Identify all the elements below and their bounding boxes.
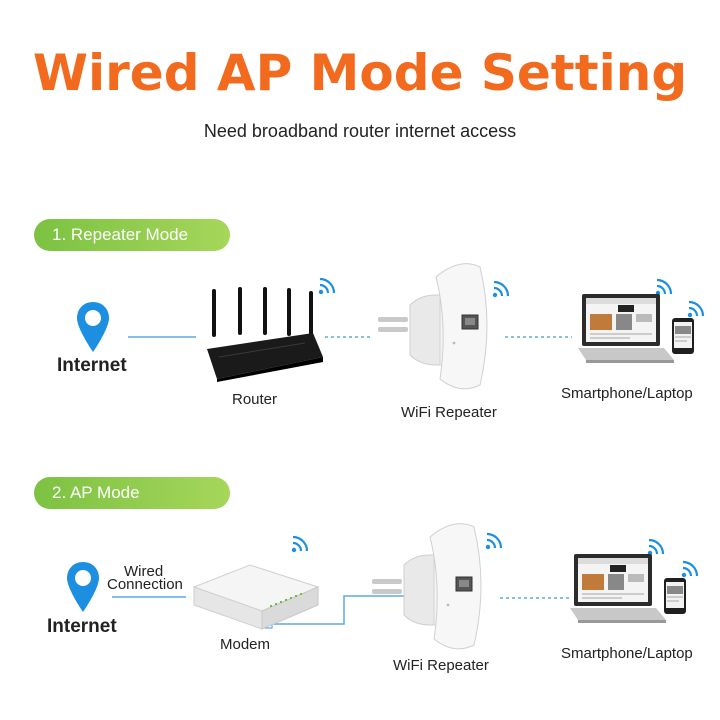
router-image xyxy=(207,287,323,382)
laptop-image xyxy=(578,294,674,363)
wifi-signal-icon xyxy=(681,560,699,578)
router-label: Router xyxy=(232,391,278,408)
wifi-signal-icon xyxy=(291,535,309,553)
wifi-repeater-image xyxy=(372,523,482,650)
modem-label: Modem xyxy=(220,636,271,653)
internet-label: Internet xyxy=(47,616,117,637)
page-title: Wired AP Mode Setting xyxy=(32,44,688,102)
internet-label: Internet xyxy=(57,355,127,376)
badge-repeater-mode: 1. Repeater Mode xyxy=(34,219,230,251)
location-pin-icon xyxy=(67,562,99,612)
devices-label: Smartphone/Laptop xyxy=(561,645,693,662)
laptop-image xyxy=(570,554,666,623)
smartphone-image xyxy=(664,578,686,614)
wifi-signal-icon xyxy=(492,280,510,298)
badge-ap-mode: 2. AP Mode xyxy=(34,477,230,509)
wifi-signal-icon xyxy=(485,532,503,550)
connection-label: Connection xyxy=(107,576,183,593)
wifi-repeater-image xyxy=(378,263,488,390)
repeater-label: WiFi Repeater xyxy=(393,657,489,674)
modem-image xyxy=(192,564,320,630)
location-pin-icon xyxy=(77,302,109,352)
repeater-label: WiFi Repeater xyxy=(401,404,497,421)
smartphone-image xyxy=(672,318,694,354)
wifi-signal-icon xyxy=(318,277,336,295)
page-subtitle: Need broadband router internet access xyxy=(203,121,517,141)
wifi-signal-icon xyxy=(647,538,665,556)
wifi-signal-icon xyxy=(687,300,705,318)
wired-label: Wired xyxy=(124,563,164,580)
devices-label: Smartphone/Laptop xyxy=(561,385,693,402)
